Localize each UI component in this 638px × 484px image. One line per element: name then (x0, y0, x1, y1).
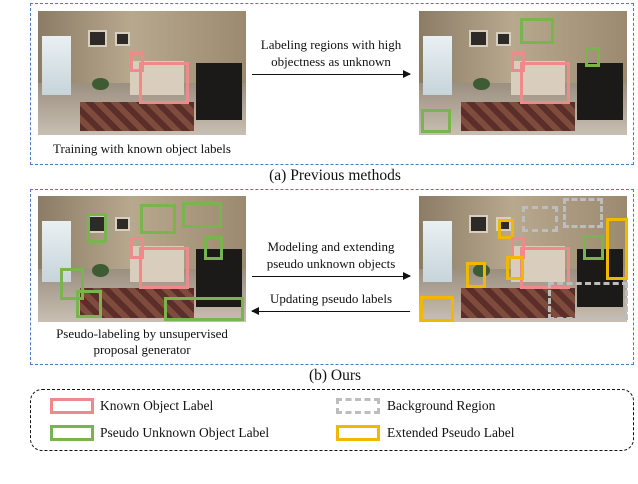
arrow-label-b-top-line2: pseudo unknown objects (266, 256, 396, 271)
pseudo-box-b-left-4 (204, 236, 223, 260)
legend-swatch-background (336, 398, 380, 414)
extended-box-b-5 (420, 296, 454, 322)
extended-box-b-2 (606, 218, 628, 280)
background-box-b-3 (548, 282, 628, 320)
panel-previous-methods (30, 3, 634, 165)
legend-swatch-pseudo (50, 425, 94, 441)
left-caption-b-line2: proposal generator (93, 342, 191, 357)
pseudo-box-b-left-6 (76, 290, 102, 318)
known-box-sofa-a-left (139, 62, 189, 104)
pseudo-box-a-top (520, 18, 554, 44)
pseudo-box-b-right-1 (583, 235, 604, 260)
arrow-label-a: Labeling regions with high objectness as… (248, 36, 414, 70)
left-caption-b-line1: Pseudo-labeling by unsupervised (56, 326, 228, 341)
caption-a: (a) Previous methods (269, 167, 401, 184)
arrow-a (252, 70, 411, 78)
caption-b: (b) Ours (308, 367, 362, 384)
arrow-b-left (251, 307, 410, 315)
arrow-label-b-top-line1: Modeling and extending (267, 239, 395, 254)
extended-box-b-3 (506, 256, 524, 280)
pseudo-box-b-left-1 (87, 213, 107, 243)
pseudo-box-b-left-7 (164, 297, 244, 321)
extended-box-b-1 (498, 219, 514, 239)
known-box-sofa-a-right (520, 62, 570, 104)
pseudo-box-a-lamp (585, 47, 600, 67)
pseudo-box-a-chair (421, 109, 451, 133)
legend (30, 389, 634, 451)
arrow-label-b-top: Modeling and extending pseudo unknown ob… (248, 238, 414, 272)
photo-a-left (38, 11, 246, 135)
legend-known-label: Known Object Label (100, 398, 214, 413)
extended-box-b-4 (466, 262, 486, 288)
arrow-label-a-line2: objectness as unknown (271, 54, 391, 69)
pseudo-box-b-left-3 (182, 202, 222, 228)
panel-ours (30, 189, 634, 365)
left-caption-a: Training with known object labels (53, 141, 231, 156)
background-box-b-1 (522, 206, 558, 232)
legend-swatch-known (50, 398, 94, 414)
background-box-b-2 (563, 198, 603, 228)
arrow-label-a-line1: Labeling regions with high (260, 37, 402, 52)
arrow-b-right (252, 272, 411, 280)
legend-swatch-extended (336, 425, 380, 441)
pseudo-box-b-left-2 (140, 204, 176, 234)
arrow-label-b-bottom: Updating pseudo labels (269, 291, 393, 306)
known-box-sofa-b-left (139, 247, 189, 289)
left-caption-b: Pseudo-labeling by unsupervised proposal… (38, 326, 246, 358)
photo-a-right (419, 11, 627, 135)
legend-background-label: Background Region (387, 398, 496, 413)
pseudo-box-b-left-5 (60, 268, 84, 300)
legend-pseudo-label: Pseudo Unknown Object Label (100, 425, 270, 440)
legend-extended-label: Extended Pseudo Label (387, 425, 515, 440)
